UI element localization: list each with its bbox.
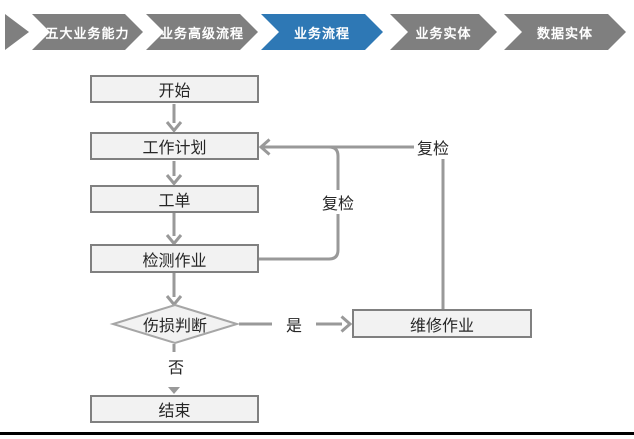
node-work-order: 工单 [90,185,259,213]
node-end: 结束 [90,395,259,423]
decision-diamond [109,303,241,345]
arrowhead-left-icon [258,138,271,156]
node-label: 工单 [158,193,191,210]
arrowhead-down-icon [165,234,183,246]
arrowhead-right-icon [340,315,353,333]
edge-label-yes: 是 [282,312,306,336]
node-start: 开始 [90,75,259,103]
tab-label: 业务实体 [415,25,472,41]
node-label: 结束 [158,403,191,420]
node-label: 维修作业 [409,317,474,335]
breadcrumb: 五大业务能力 业务高级流程 业务流程 业务实体 数据实体 [0,0,634,64]
bottom-divider [0,432,634,435]
tab-label: 业务流程 [293,25,350,41]
arrowhead-down-icon [165,174,183,186]
tab-label: 数据实体 [536,25,593,41]
node-label: 开始 [158,83,191,100]
tab-label: 五大业务能力 [45,25,130,41]
tab-business-highlevel-process[interactable]: 业务高级流程 [146,14,258,50]
arrowhead-down-icon [165,295,183,307]
arrowhead-down-icon [165,121,183,133]
edge-label-recheck-inner: 复检 [318,190,358,214]
node-label: 工作计划 [142,140,207,157]
node-inspection-job: 检测作业 [90,244,259,273]
node-label: 检测作业 [142,252,207,270]
tab-business-process-active[interactable]: 业务流程 [261,14,383,50]
tab-data-entity[interactable]: 数据实体 [504,14,626,50]
node-work-plan: 工作计划 [90,132,259,160]
arrowhead-small-down-icon [168,387,180,394]
node-damage-decision-label: 伤损判断 [142,318,208,335]
edge-label-no: 否 [164,354,188,378]
edge-repair-recheck [263,145,445,309]
edge-label-recheck-outer: 复检 [413,135,453,159]
tab-label: 业务高级流程 [159,25,244,41]
tab-five-business-capabilities[interactable]: 五大业务能力 [32,14,143,50]
node-repair-job: 维修作业 [352,309,532,338]
